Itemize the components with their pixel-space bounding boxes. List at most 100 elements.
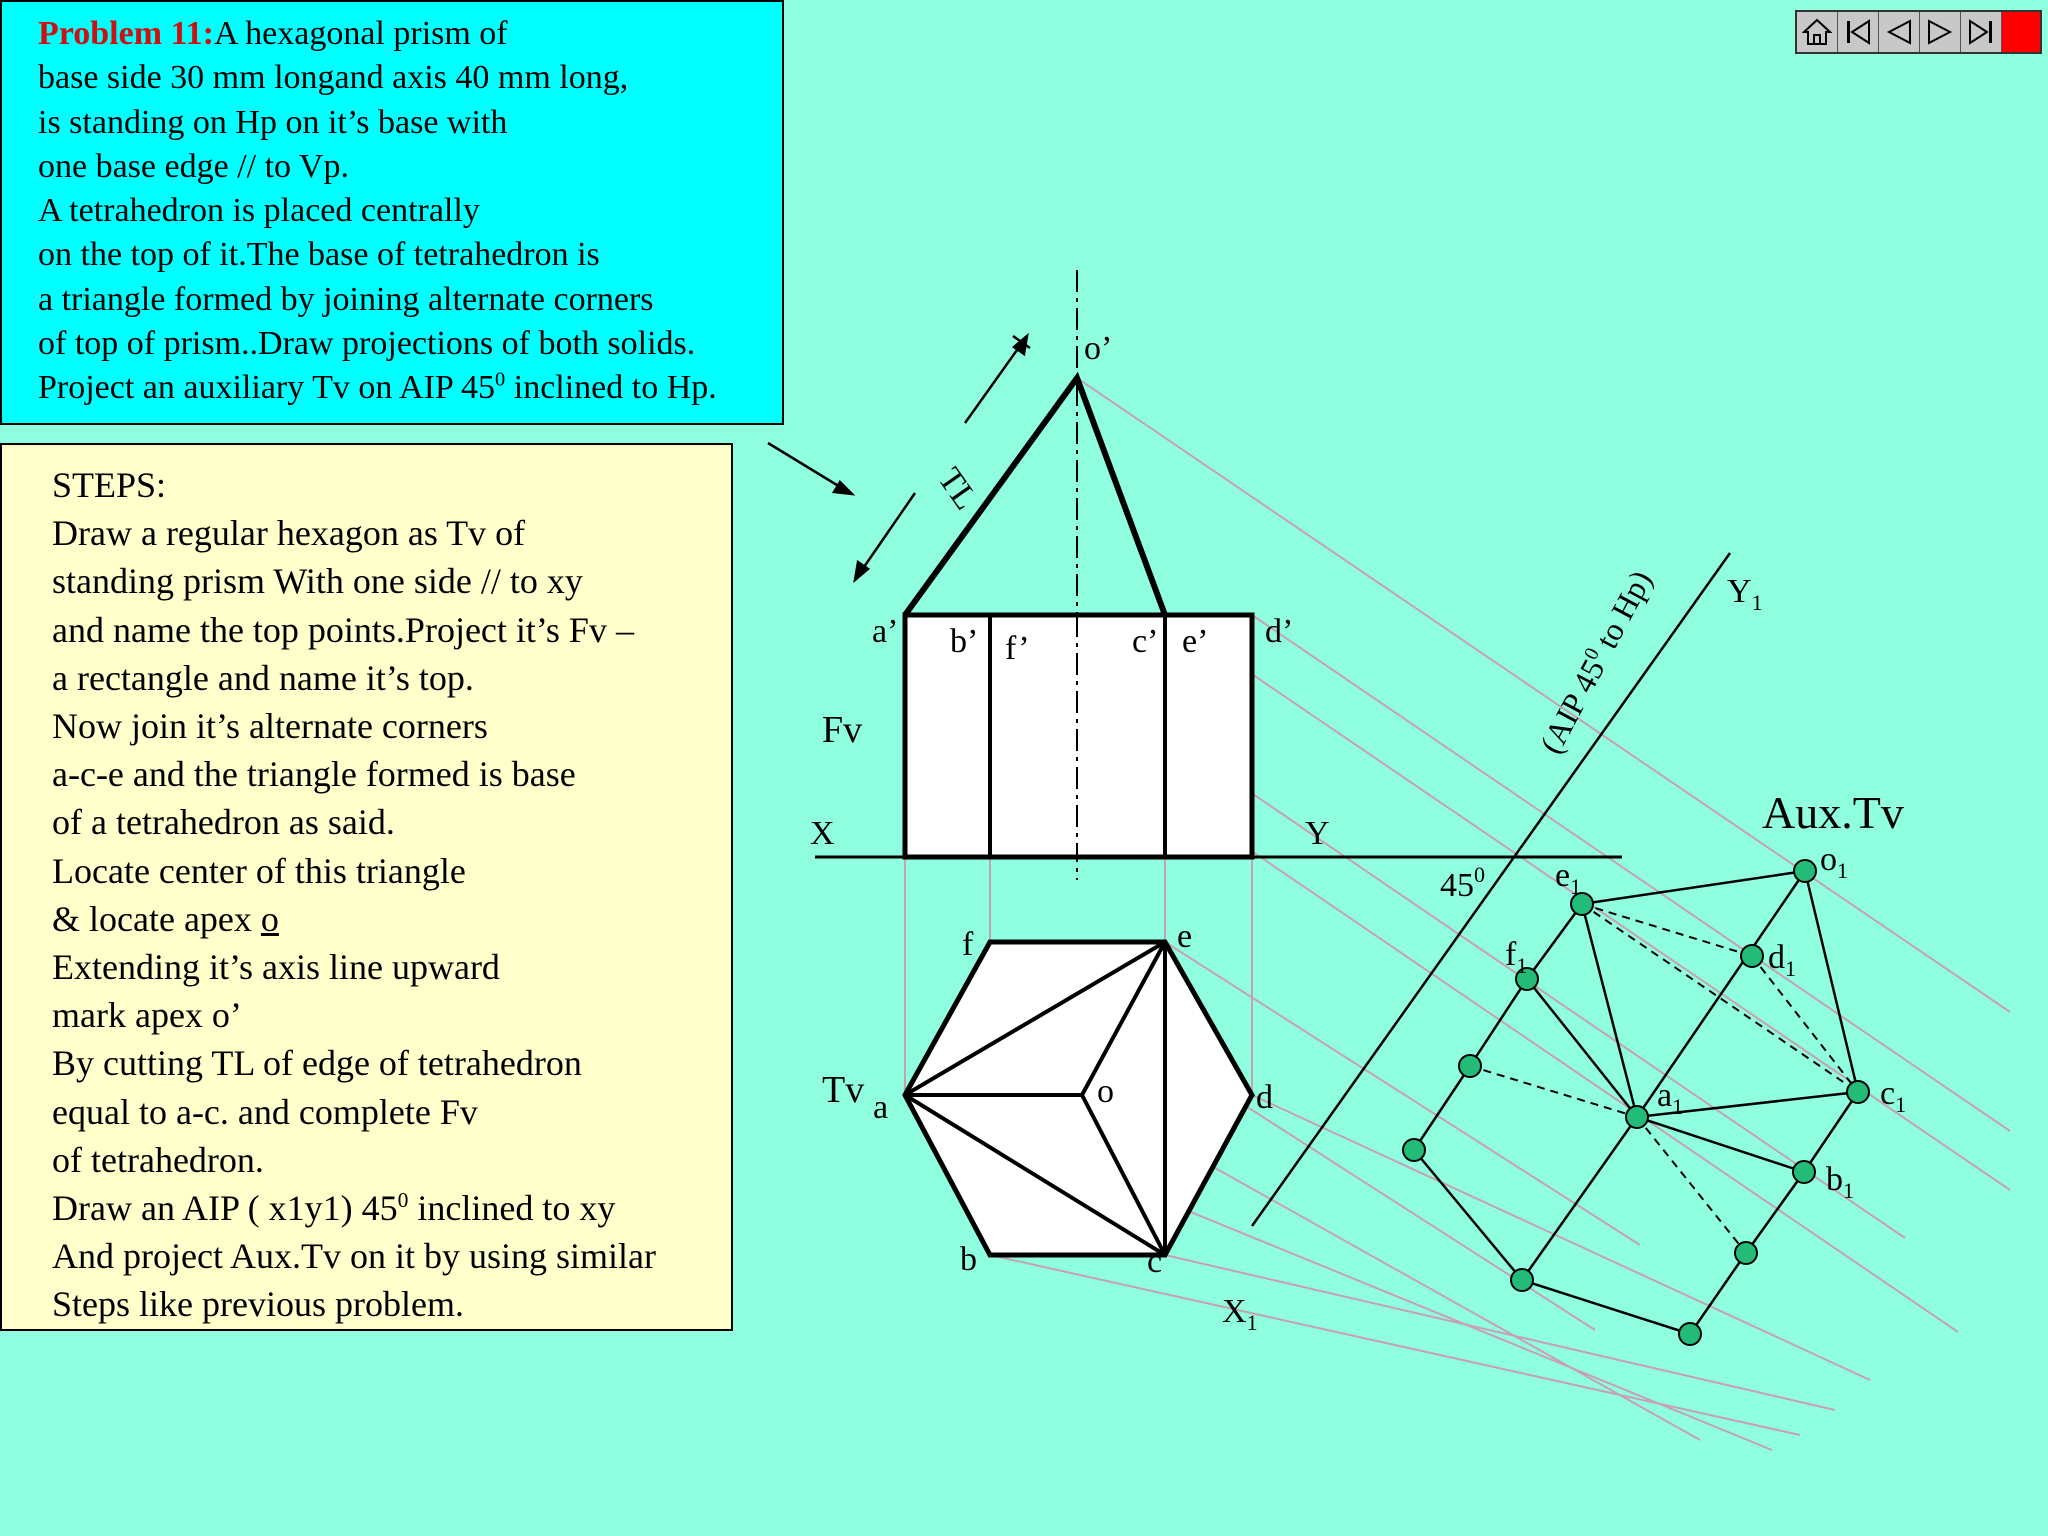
edge-o-e: [1080, 941, 1167, 1096]
point: [1510, 1268, 1534, 1292]
step-line: Now join it’s alternate corners: [52, 706, 488, 747]
step-line: & locate apex o: [52, 895, 721, 943]
step-line: equal to a-c. and complete Fv: [52, 1091, 478, 1132]
step-line: a-c-e and the triangle formed is base: [52, 754, 576, 795]
hexagon-top-view: [902, 939, 1255, 1258]
label-aux-tv: Aux.Tv: [1762, 787, 1904, 838]
first-slide-icon: [1847, 19, 1870, 45]
projector-line: [1076, 377, 2011, 1013]
tetrahedron-top-view: [903, 940, 1167, 1257]
step-line: And project Aux.Tv on it by using simila…: [52, 1236, 656, 1277]
step-line: Steps like previous problem.: [52, 1284, 464, 1325]
aux-edge-b1: [1744, 1171, 1806, 1254]
aux-edge-c1: [1802, 1091, 1860, 1173]
aux-edge-a1-bottom: [1520, 1116, 1639, 1281]
next-slide-button[interactable]: [1920, 12, 1961, 52]
steps-heading: STEPS:: [52, 465, 167, 505]
step-line: Draw an AIP ( x1y1) 450 inclined to xy: [52, 1184, 721, 1232]
point-b1: [1792, 1160, 1816, 1184]
home-button[interactable]: [1797, 12, 1838, 52]
next-slide-icon: [1928, 19, 1953, 45]
hidden-edge: [1751, 955, 1859, 1093]
label-y: Y: [1305, 815, 1330, 852]
last-slide-button[interactable]: [1961, 12, 2002, 52]
tl-extension-tick: [1012, 334, 1031, 350]
aux-edge-e1-f1: [1525, 903, 1584, 980]
point-a1: [1625, 1105, 1649, 1129]
point: [1734, 1241, 1758, 1265]
aux-edge-e1-o1: [1581, 869, 1806, 906]
slide-navigation: [1795, 10, 2042, 54]
step-line: standing prism With one side // to xy: [52, 561, 583, 602]
label-a-prime: a’: [872, 613, 898, 650]
label-o-prime: o’: [1084, 330, 1112, 367]
aux-edge-o1-a1: [1635, 870, 1807, 1118]
projector-line: [1164, 941, 1641, 1246]
tl-dimension-line: [963, 335, 1029, 424]
previous-slide-icon: [1886, 19, 1911, 45]
top-view: [902, 939, 1255, 1258]
hidden-edge: [1581, 903, 1753, 957]
aux-edge-bottom: [1521, 1278, 1691, 1336]
problem-line: one base edge // to Vp.: [38, 147, 349, 185]
aux-edge-e1-a1: [1580, 903, 1639, 1118]
label-f: f: [962, 926, 974, 963]
projector-line: [989, 1254, 1801, 1436]
aux-edge-c1-o1: [1803, 870, 1860, 1093]
label-x: X: [810, 815, 835, 852]
step-text: Draw an AIP ( x1y1) 45: [52, 1188, 398, 1229]
problem-line: a triangle formed by joining alternate c…: [38, 280, 654, 318]
label-c1: c1: [1880, 1075, 1906, 1117]
label-x1: X1: [1222, 1293, 1258, 1335]
problem-statement-box: Problem 11:A hexagonal prism of base sid…: [0, 0, 784, 425]
projector-line: [1251, 1094, 1871, 1381]
label-e-prime: e’: [1182, 623, 1208, 660]
x1y1-aip-line: [1250, 552, 1732, 1227]
problem-text: Project an auxiliary Tv on AIP 45: [38, 369, 496, 407]
label-y1: Y1: [1727, 573, 1763, 615]
label-45-degrees: 450: [1440, 862, 1485, 904]
aux-edge-bottom-right: [1688, 1252, 1748, 1335]
point-o1: [1793, 859, 1817, 883]
label-a1: a1: [1657, 1077, 1683, 1119]
label-f-prime: f’: [1005, 630, 1030, 667]
arrowhead: [831, 479, 856, 496]
point: [1402, 1138, 1426, 1162]
label-o: o: [1097, 1073, 1114, 1110]
problem-line: on the top of it.The base of tetrahedron…: [38, 236, 600, 274]
projector-line: [1251, 614, 2011, 1132]
step-text: & locate apex: [52, 898, 261, 939]
problem-line: is standing on Hp on it’s base with: [38, 103, 508, 141]
problem-line-1: Problem 11:A hexagonal prism of: [38, 12, 772, 56]
step-line: By cutting TL of edge of tetrahedron: [52, 1043, 582, 1084]
hidden-edge: [1636, 1116, 1747, 1254]
aux-points: [1402, 859, 1870, 1346]
steps-box: STEPS: Draw a regular hexagon as Tv of s…: [0, 443, 733, 1331]
aux-edge-a1-b1: [1636, 1115, 1805, 1174]
label-e1: e1: [1555, 857, 1581, 899]
label-c: c: [1147, 1243, 1162, 1280]
first-slide-button[interactable]: [1838, 12, 1879, 52]
point: [1458, 1054, 1482, 1078]
hidden-edge: [1469, 1065, 1638, 1118]
step-line: Draw a regular hexagon as Tv of: [52, 513, 526, 554]
problem-line: base side 30 mm longand axis 40 mm long,: [38, 59, 629, 97]
problem-text: A hexagonal prism of: [213, 15, 508, 52]
end-show-button[interactable]: [2002, 12, 2040, 52]
step-line: of a tetrahedron as said.: [52, 802, 395, 843]
apex-letter: o: [260, 898, 279, 939]
step-line: mark apex o’: [52, 995, 242, 1036]
superscript: 0: [495, 369, 506, 392]
point-d1: [1740, 944, 1764, 968]
superscript: 0: [397, 1188, 409, 1213]
label-d: d: [1256, 1079, 1273, 1116]
aux-edge-bottom-left: [1413, 1149, 1523, 1281]
tetrahedron-front-view: [902, 371, 1168, 617]
home-icon: [1802, 18, 1832, 45]
edge-a-c: [903, 1093, 1167, 1257]
aux-hidden-edges: [1469, 903, 1859, 1254]
tl-label: TL: [930, 461, 984, 516]
prism-front-rectangle: [902, 612, 1255, 860]
previous-slide-button[interactable]: [1879, 12, 1920, 52]
